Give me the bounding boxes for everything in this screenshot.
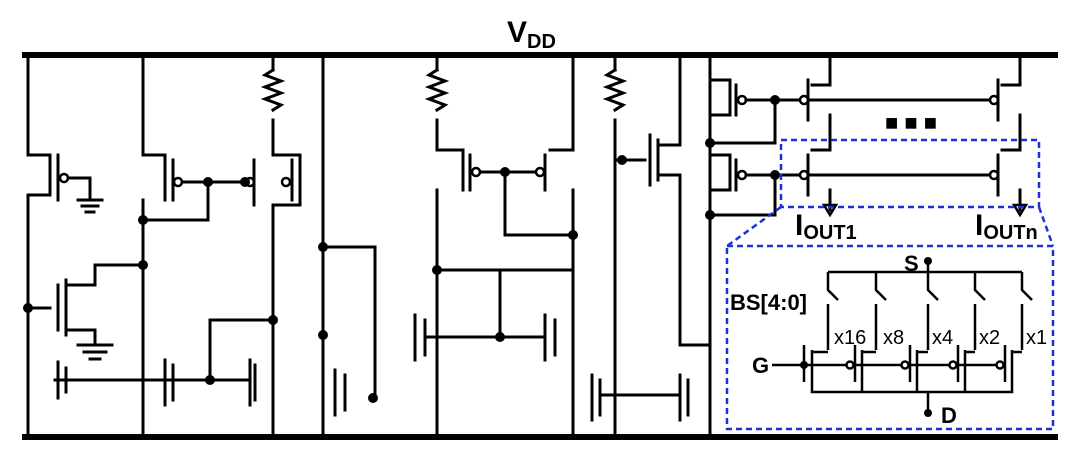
- inset-source-label: S: [904, 251, 919, 276]
- ptat-core: [138, 53, 302, 439]
- vdd-label: VDD: [507, 16, 556, 53]
- output-bias: [590, 53, 712, 439]
- startup-circuit: [23, 53, 167, 439]
- inset-drain-label: D: [941, 403, 957, 428]
- zoom-connector-left: [726, 205, 782, 248]
- weight-label-x2: x2: [979, 327, 1000, 349]
- zoom-connector-right: [1037, 206, 1055, 247]
- current-mirror-array: ■ ■ ■: [705, 53, 1029, 439]
- output-label-1: IOUT1: [795, 209, 857, 244]
- weight-label-x1: x1: [1026, 327, 1047, 349]
- weight-label-x8: x8: [883, 327, 904, 349]
- inset-frame: [725, 244, 1055, 431]
- binary-weighted-inset: S G D BS[4:0] x16 x8 x4 x2 x1: [725, 244, 1055, 431]
- output-label-n: IOUTn: [975, 209, 1038, 244]
- zoom-highlight-box: [779, 138, 1041, 209]
- error-amplifier: [318, 53, 578, 439]
- weight-label-x4: x4: [932, 327, 953, 349]
- inset-bus-label: BS[4:0]: [730, 290, 807, 315]
- inset-gate-label: G: [752, 353, 769, 378]
- ellipsis-glyphs: ■ ■ ■: [885, 110, 937, 135]
- weight-label-x16: x16: [834, 327, 866, 349]
